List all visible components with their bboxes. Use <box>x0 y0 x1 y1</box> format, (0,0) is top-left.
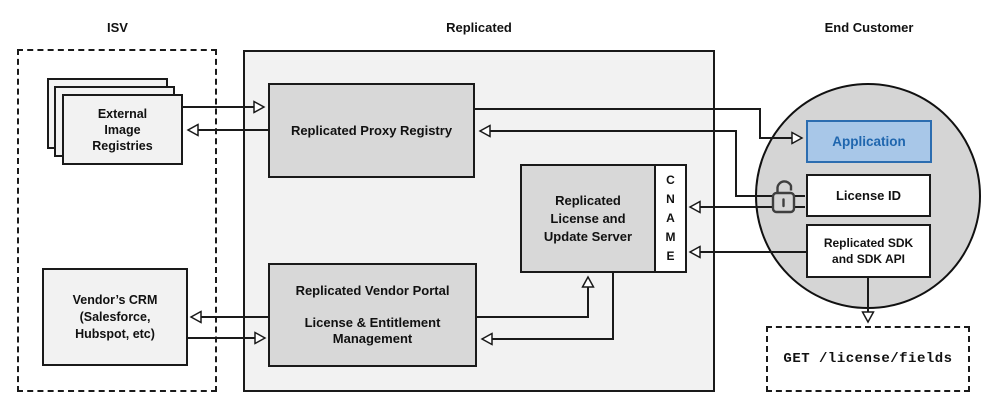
license-id-node: License ID <box>806 174 931 217</box>
vendor-crm-node: Vendor’s CRM (Salesforce, Hubspot, etc) <box>42 268 188 366</box>
license-id-label: License ID <box>835 187 902 203</box>
license-update-server-label: Replicated <box>555 192 621 208</box>
column-header-replicated: Replicated <box>446 20 512 35</box>
external-registries-node: External Image Registries <box>62 94 183 165</box>
cname-node: C N A M E <box>654 164 687 273</box>
external-registries-label: External <box>97 106 148 121</box>
application-node: Application <box>806 120 932 163</box>
license-fields-request-box: GET /license/fields <box>766 326 970 392</box>
proxy-registry-node: Replicated Proxy Registry <box>268 83 475 178</box>
license-fields-request-label: GET /license/fields <box>783 351 953 367</box>
vendor-portal-title: Replicated Vendor Portal <box>295 283 450 298</box>
license-update-server-node: Replicated License and Update Server <box>520 164 656 273</box>
replicated-sdk-label: Replicated SDK <box>823 236 914 250</box>
replicated-sdk-node: Replicated SDK and SDK API <box>806 224 931 278</box>
vendor-crm-label: Vendor’s CRM <box>72 292 158 307</box>
column-header-end-customer: End Customer <box>824 20 914 35</box>
vendor-portal-node: Replicated Vendor Portal License & Entit… <box>268 263 477 367</box>
column-header-isv: ISV <box>107 20 128 35</box>
proxy-registry-label: Replicated Proxy Registry <box>290 122 453 138</box>
application-label: Application <box>832 133 906 149</box>
